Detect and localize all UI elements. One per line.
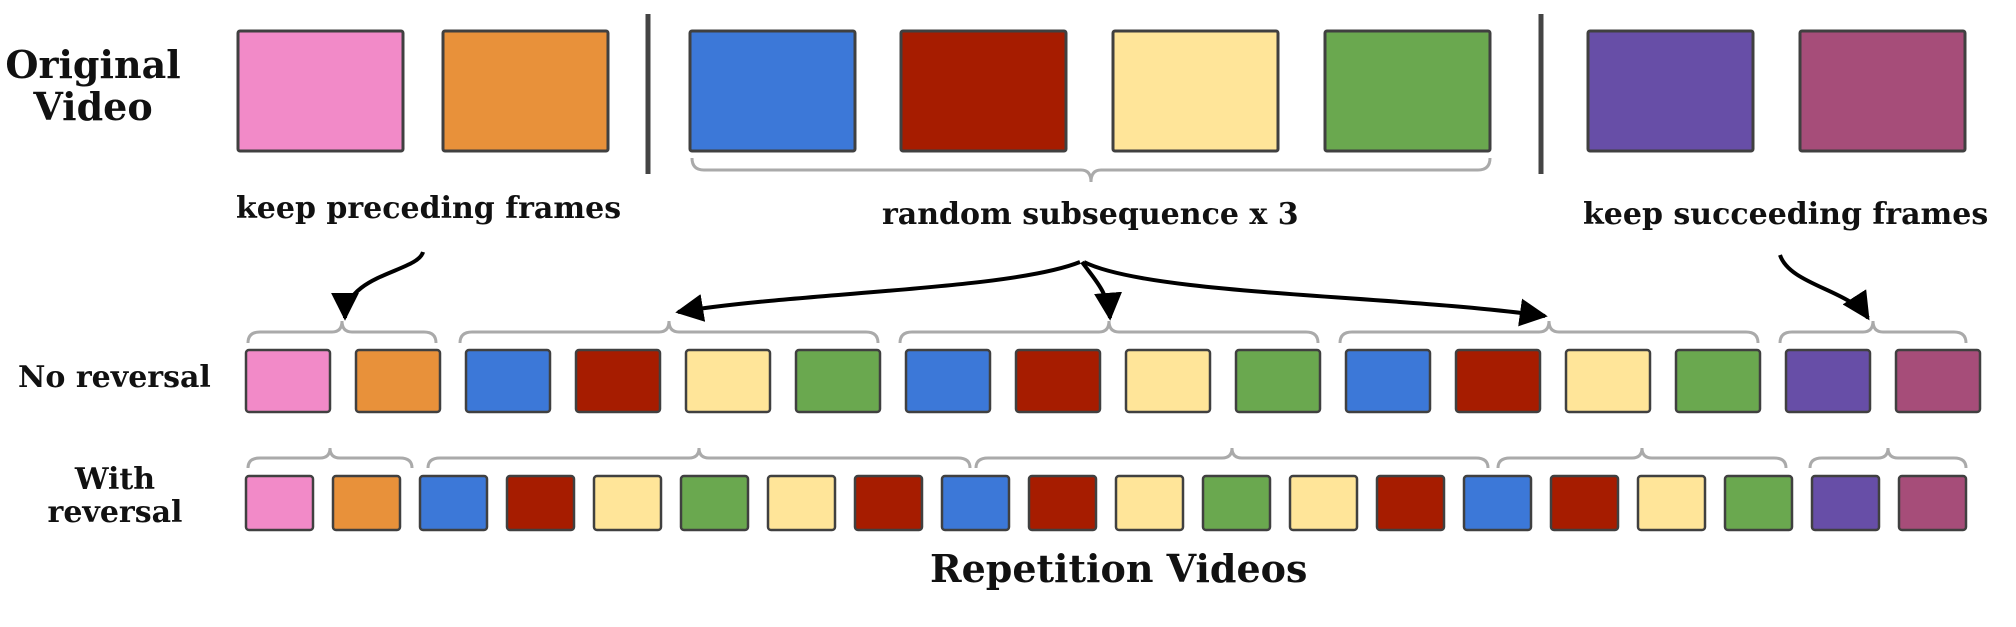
no-reversal-frame-6-green [794,348,882,414]
brace-with-reversal-2 [426,447,972,469]
with-reversal-frame-12-green [1201,474,1272,532]
no-reversal-frame-15-purple [1784,348,1872,414]
with-reversal-frame-9-blue [940,474,1011,532]
original-frame-6-green [1323,29,1492,153]
no-reversal-frame-5-yellow [684,348,772,414]
arrow-subsequence-1 [675,260,1081,322]
brace-no-reversal-4 [1338,320,1760,344]
with-reversal-frame-6-green [679,474,750,532]
brace-no-reversal-5 [1778,320,1968,344]
with-reversal-frame-11-yellow [1114,474,1185,532]
with-reversal-frame-3-blue [418,474,489,532]
original-video-label-line-2: Video [33,83,153,129]
with-reversal-label: With reversal [30,463,200,529]
frame-group [236,29,1982,532]
brace-with-reversal-1 [246,447,414,469]
keep-preceding-frames-label: keep preceding frames [236,191,622,226]
arrow-keep-succeeding [1778,254,1870,321]
no-reversal-frame-7-blue [904,348,992,414]
random-subsequence-label: random subsequence x 3 [882,197,1299,232]
no-reversal-frame-4-red [574,348,662,414]
with-reversal-frame-10-red [1027,474,1098,532]
no-reversal-frame-10-green [1234,348,1322,414]
original-video-label: Original Video [4,44,182,128]
with-reversal-label-line-1: With [74,462,156,497]
brace-no-reversal-2 [458,320,880,344]
original-frame-8-mauve [1798,29,1967,153]
with-reversal-frame-1-pink [244,474,315,532]
with-reversal-frame-5-yellow [592,474,663,532]
no-reversal-frame-3-blue [464,348,552,414]
brace-random-subsequence [690,157,1492,183]
with-reversal-frame-14-red [1375,474,1446,532]
brace-group [246,157,1968,469]
no-reversal-frame-2-orange [354,348,442,414]
arrow-subsequence-3 [1083,260,1548,327]
original-video-label-line-1: Original [5,42,181,87]
no-reversal-frame-8-red [1014,348,1102,414]
with-reversal-frame-13-yellow [1288,474,1359,532]
original-frame-2-orange [441,29,610,153]
original-frame-5-yellow [1111,29,1280,153]
brace-no-reversal-1 [246,320,438,344]
with-reversal-frame-8-red [853,474,924,532]
brace-with-reversal-5 [1808,447,1968,469]
original-frame-1-pink [236,29,405,153]
no-reversal-frame-13-yellow [1564,348,1652,414]
keep-succeeding-frames-label: keep succeeding frames [1583,197,1989,232]
brace-with-reversal-3 [974,447,1490,469]
no-reversal-label: No reversal [18,360,211,395]
with-reversal-frame-4-red [505,474,576,532]
no-reversal-frame-16-mauve [1894,348,1982,414]
with-reversal-frame-18-green [1723,474,1794,532]
no-reversal-frame-14-green [1674,348,1762,414]
original-frame-4-red [899,29,1068,153]
with-reversal-frame-19-purple [1810,474,1881,532]
no-reversal-frame-11-blue [1344,348,1432,414]
brace-with-reversal-4 [1496,447,1788,469]
arrow-subsequence-2 [1080,260,1123,321]
no-reversal-frame-12-red [1454,348,1542,414]
divider-group [645,14,1544,174]
with-reversal-label-line-2: reversal [47,495,183,530]
repetition-videos-label: Repetition Videos [930,546,1308,591]
original-frame-7-purple [1586,29,1755,153]
arrow-group [331,251,1870,327]
original-frame-3-blue [688,29,857,153]
arrow-keep-preceding [331,251,425,321]
no-reversal-frame-1-pink [244,348,332,414]
with-reversal-frame-2-orange [331,474,402,532]
with-reversal-frame-20-mauve [1897,474,1968,532]
brace-no-reversal-3 [898,320,1320,344]
no-reversal-frame-9-yellow [1124,348,1212,414]
with-reversal-frame-15-blue [1462,474,1533,532]
with-reversal-frame-17-yellow [1636,474,1707,532]
with-reversal-frame-16-red [1549,474,1620,532]
with-reversal-frame-7-yellow [766,474,837,532]
